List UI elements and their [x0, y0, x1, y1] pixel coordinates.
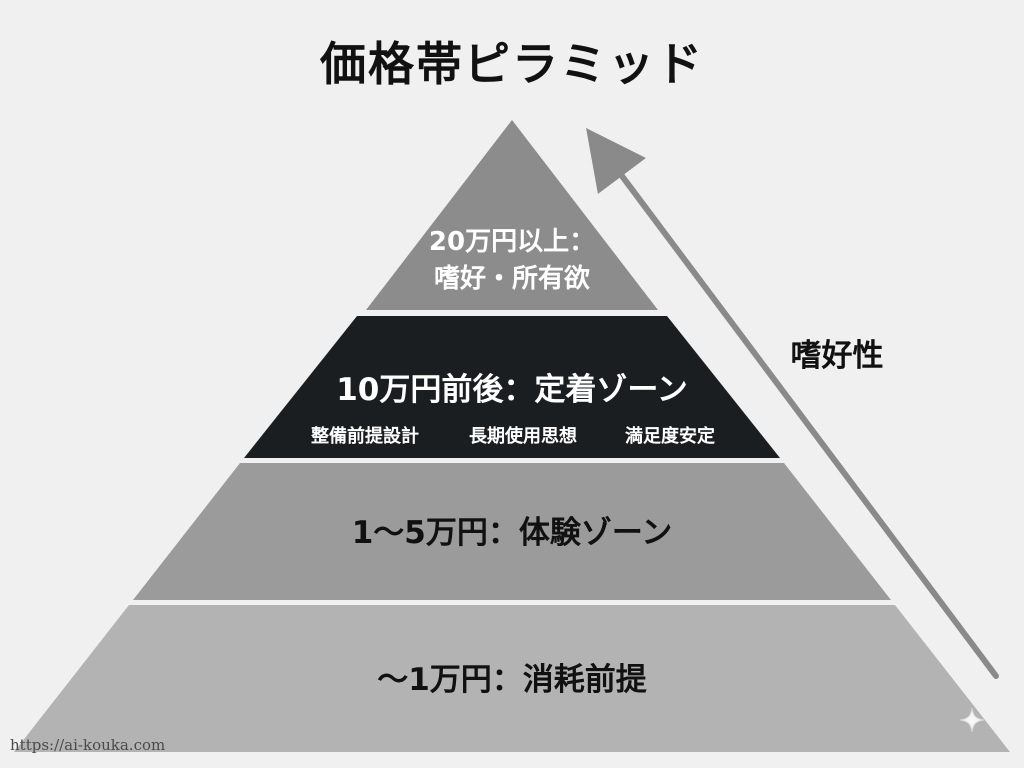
tier-top-label-line1: 20万円以上： [429, 227, 595, 257]
tier-top-shape [366, 120, 658, 310]
watermark-url: https://ai-kouka.com [10, 736, 166, 754]
preference-axis-arrow [586, 127, 999, 679]
tier-second-sub-item: 整備前提設計 [310, 425, 419, 447]
tier-third-label: 1〜5万円：体験ゾーン [352, 515, 673, 551]
tier-top-label-line2: 嗜好・所有欲 [434, 264, 590, 294]
sparkle-icon [959, 707, 985, 733]
tier-second-label: 10万円前後：定着ゾーン [336, 372, 688, 408]
tier-bottom-shape [14, 605, 1010, 752]
tier-second-shape [244, 316, 780, 458]
tier-second-sub-item: 満足度安定 [625, 425, 715, 447]
tier-second-sub-item: 長期使用思想 [469, 425, 577, 447]
preference-axis-label: 嗜好性 [791, 338, 884, 374]
page-title: 価格帯ピラミッド [320, 37, 704, 91]
tier-third-shape [133, 463, 891, 600]
tier-bottom-label: 〜1万円：消耗前提 [377, 662, 648, 698]
